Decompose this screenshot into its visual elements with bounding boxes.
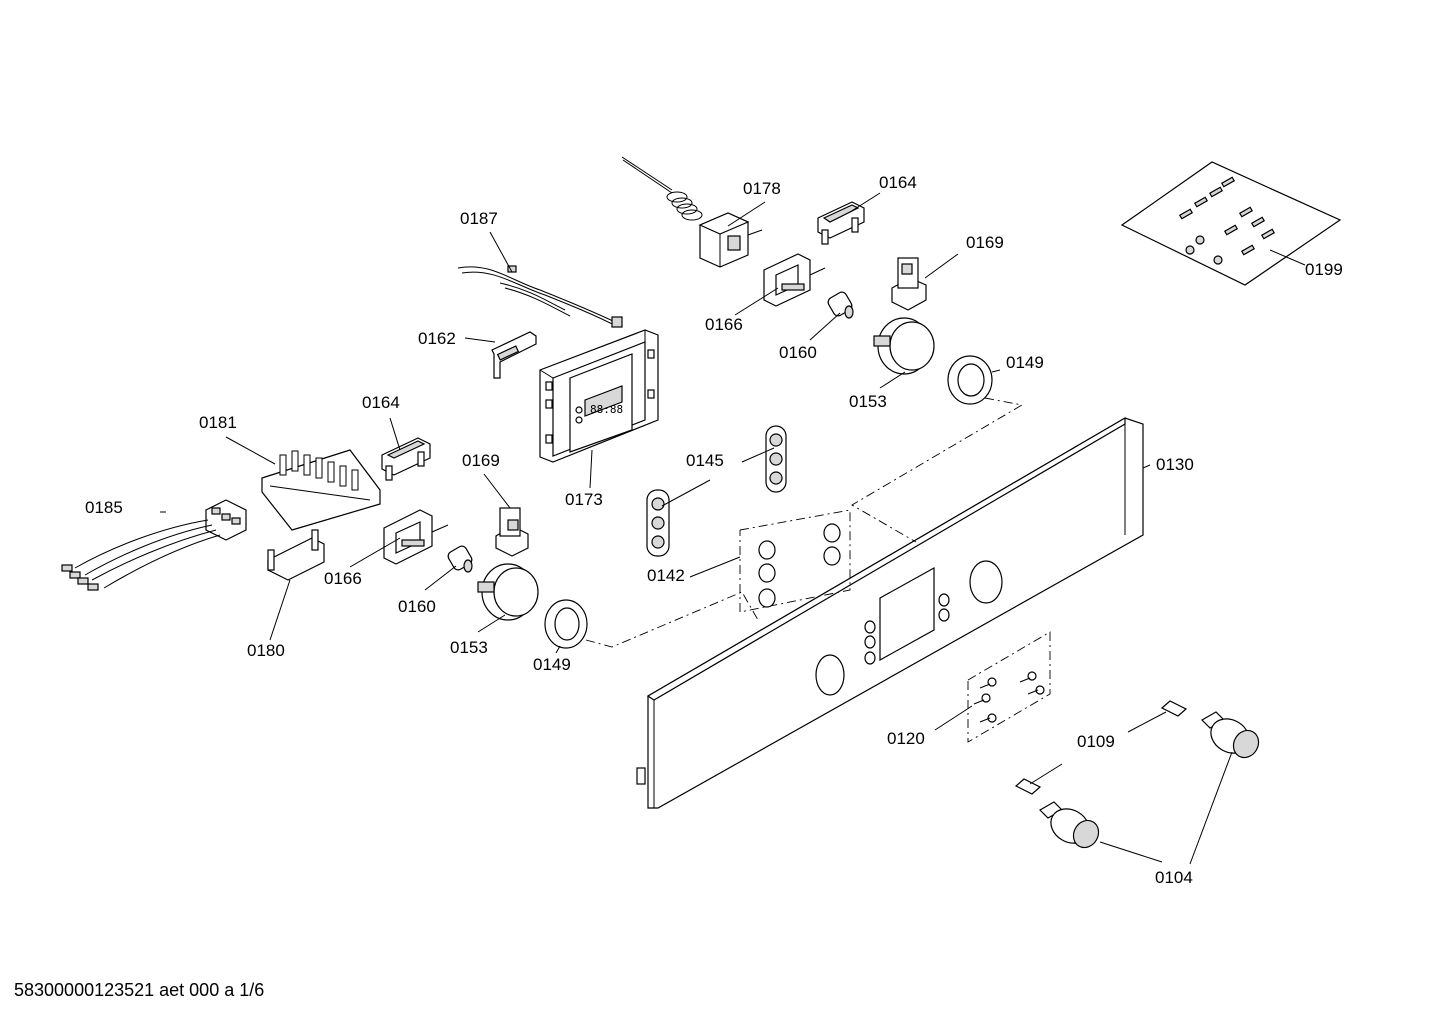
label-0153-lower: 0153 (450, 638, 488, 657)
lamp-cap-0153-upper (873, 317, 935, 375)
label-0187: 0187 (460, 209, 498, 228)
bracket-0166-lower (383, 509, 449, 565)
buttons-0142 (739, 509, 851, 613)
label-0185: 0185 (85, 498, 123, 517)
lamp-socket-0169-upper (891, 257, 927, 311)
label-0109: 0109 (1077, 732, 1115, 751)
label-0164-upper: 0164 (879, 173, 917, 192)
screws-0120 (967, 631, 1051, 743)
ring-0149-lower (544, 599, 588, 649)
label-0169-upper: 0169 (966, 233, 1004, 252)
document-id: 58300000123521 aet 000 a 1/6 (14, 980, 265, 1000)
label-0166-lower: 0166 (324, 569, 362, 588)
label-0160-upper: 0160 (779, 343, 817, 362)
leader-lines (160, 192, 1306, 865)
label-0199: 0199 (1305, 260, 1343, 279)
knob-0104-upper (1201, 711, 1260, 759)
thermostat-0178 (621, 156, 763, 268)
knob-0104-lower (1039, 801, 1100, 849)
screw-bag-0199 (1120, 161, 1342, 286)
label-0166-upper: 0166 (705, 315, 743, 334)
button-strip-0145-lower (646, 489, 670, 557)
label-0162: 0162 (418, 329, 456, 348)
bracket-0166-upper (763, 253, 826, 307)
label-0180: 0180 (247, 641, 285, 660)
lamp-socket-0169-lower (495, 507, 529, 557)
label-0142: 0142 (647, 566, 685, 585)
display-digits: 88:88 (590, 403, 623, 416)
terminal-block-0181 (261, 449, 381, 531)
bulb-0160-upper (827, 291, 854, 319)
clock-module-0173: 88:88 (539, 329, 659, 463)
bracket-0164-lower (381, 437, 431, 481)
label-0120: 0120 (887, 729, 925, 748)
assembly-lines (585, 397, 1024, 648)
label-0178: 0178 (743, 179, 781, 198)
label-0104: 0104 (1155, 868, 1193, 887)
lamp-cap-0153-lower (477, 563, 539, 621)
clip-0109-lower (1014, 778, 1042, 795)
label-0149-upper: 0149 (1006, 353, 1044, 372)
label-0164-lower: 0164 (362, 393, 400, 412)
bracket-0162 (491, 331, 537, 379)
ring-0149-upper (947, 355, 993, 405)
button-strip-0145-upper (765, 425, 787, 493)
part-labels: 0178 0164 0169 0199 0187 0166 0160 0162 … (85, 173, 1343, 887)
label-0160-lower: 0160 (398, 597, 436, 616)
clip-0109-upper (1160, 700, 1188, 717)
bracket-0180 (267, 529, 325, 581)
label-0153-upper: 0153 (849, 392, 887, 411)
label-0173: 0173 (565, 490, 603, 509)
control-panel-0130 (636, 416, 1144, 809)
connector-0185 (61, 499, 247, 591)
label-0181: 0181 (199, 413, 237, 432)
bulb-0160-lower (447, 545, 473, 573)
bracket-0164-upper (817, 201, 865, 245)
label-0145: 0145 (686, 451, 724, 470)
wire-harness-0187 (457, 265, 623, 328)
label-0130: 0130 (1156, 455, 1194, 474)
label-0169-lower: 0169 (462, 451, 500, 470)
label-0149-lower: 0149 (533, 655, 571, 674)
